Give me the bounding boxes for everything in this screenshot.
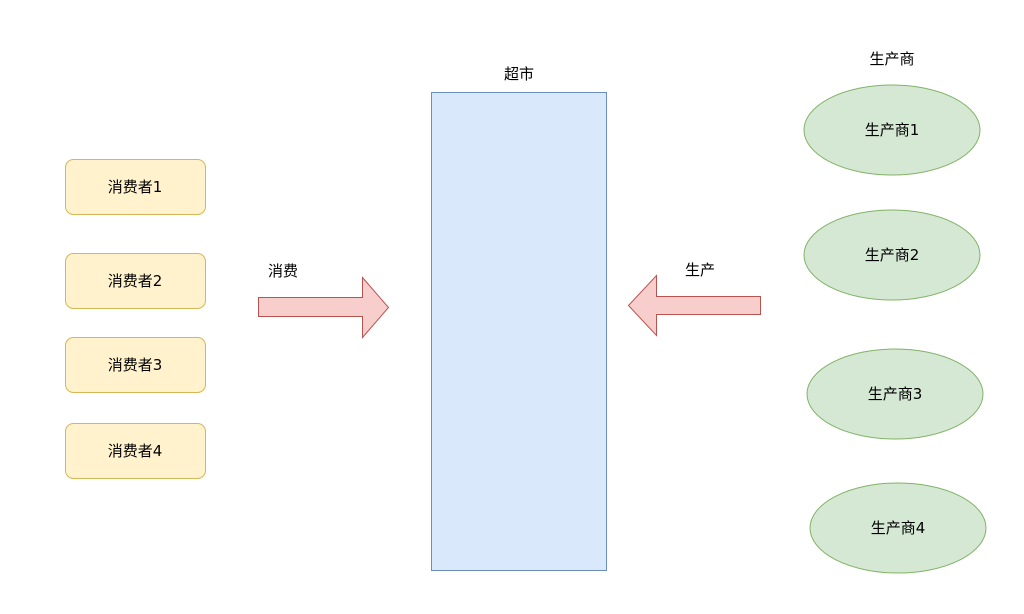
- consumer-label: 消费者4: [108, 442, 163, 460]
- producer-ellipse-1[interactable]: 生产商1: [803, 84, 981, 176]
- consumer-label: 消费者1: [108, 178, 163, 196]
- consumer-box-3[interactable]: 消费者3: [65, 337, 206, 393]
- consumer-label: 消费者2: [108, 272, 163, 290]
- producer-label: 生产商1: [865, 121, 920, 139]
- consume-arrow[interactable]: [258, 276, 390, 339]
- producer-label: 生产商4: [871, 519, 926, 537]
- consume-label: 消费: [268, 262, 298, 280]
- market-title: 超市: [504, 65, 534, 83]
- producer-ellipse-3[interactable]: 生产商3: [806, 348, 984, 440]
- producer-label: 生产商2: [865, 246, 920, 264]
- produce-arrow[interactable]: [627, 274, 761, 337]
- market-box[interactable]: [431, 92, 607, 571]
- producer-ellipse-4[interactable]: 生产商4: [809, 482, 987, 574]
- producers-title: 生产商: [869, 50, 914, 68]
- consumer-box-1[interactable]: 消费者1: [65, 159, 206, 215]
- consumer-box-2[interactable]: 消费者2: [65, 253, 206, 309]
- producer-ellipse-2[interactable]: 生产商2: [803, 209, 981, 301]
- produce-label: 生产: [685, 261, 715, 279]
- consumer-box-4[interactable]: 消费者4: [65, 423, 206, 479]
- consumer-label: 消费者3: [108, 356, 163, 374]
- producer-label: 生产商3: [868, 385, 923, 403]
